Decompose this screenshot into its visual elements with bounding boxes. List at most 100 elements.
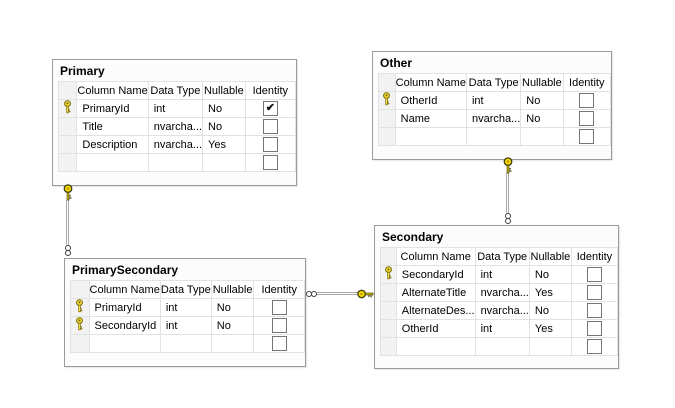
cell-column-name[interactable]: AlternateTitle (395, 283, 476, 302)
cell-data-type[interactable] (159, 334, 212, 353)
cell-data-type[interactable]: int (465, 91, 522, 110)
identity-checkbox[interactable] (271, 318, 287, 333)
identity-checkbox[interactable] (262, 137, 278, 152)
identity-checkbox[interactable] (271, 300, 287, 315)
cell-column-name[interactable] (88, 334, 161, 353)
table-row[interactable]: OtherId int Yes (380, 319, 619, 338)
table-row[interactable] (378, 127, 611, 146)
cell-data-type[interactable]: int (474, 265, 530, 284)
key-end-icon[interactable] (502, 157, 514, 174)
cell-nullable[interactable] (520, 127, 564, 146)
cell-column-name[interactable]: OtherId (395, 319, 476, 338)
identity-checkbox[interactable] (586, 285, 602, 300)
row-selector[interactable] (380, 319, 397, 338)
cell-column-name[interactable]: PrimaryId (88, 298, 161, 317)
many-end-icon[interactable] (65, 245, 71, 256)
cell-nullable[interactable]: No (202, 99, 246, 118)
identity-checkbox[interactable] (262, 155, 278, 170)
identity-checkbox[interactable] (579, 129, 595, 144)
relationship-line[interactable] (506, 173, 509, 213)
cell-nullable[interactable]: No (210, 298, 255, 317)
row-selector[interactable] (380, 265, 397, 284)
table-primarysecondary[interactable]: PrimarySecondary Column Name Data Type N… (64, 258, 306, 367)
cell-column-name[interactable] (76, 153, 149, 172)
cell-column-name[interactable]: PrimaryId (76, 99, 149, 118)
identity-checkbox[interactable] (586, 321, 602, 336)
identity-checkbox[interactable]: ✔ (262, 101, 278, 116)
table-row[interactable] (57, 153, 297, 172)
cell-data-type[interactable]: nvarcha... (147, 117, 204, 136)
identity-checkbox[interactable] (262, 119, 278, 134)
row-selector[interactable] (380, 301, 397, 320)
many-end-icon[interactable] (505, 213, 511, 224)
row-selector[interactable] (70, 316, 90, 335)
cell-nullable[interactable] (528, 337, 572, 356)
row-selector[interactable] (378, 127, 396, 146)
table-row[interactable]: PrimaryId int No ✔ (57, 99, 297, 118)
cell-column-name[interactable]: Title (76, 117, 149, 136)
cell-data-type[interactable] (474, 337, 530, 356)
cell-nullable[interactable]: Yes (528, 283, 572, 302)
row-selector[interactable] (378, 91, 396, 110)
identity-checkbox[interactable] (271, 336, 287, 351)
cell-data-type[interactable]: int (159, 316, 212, 335)
relationship-line[interactable] (66, 200, 69, 245)
row-selector[interactable] (57, 135, 78, 154)
cell-data-type[interactable] (465, 127, 522, 146)
cell-data-type[interactable]: int (147, 99, 204, 118)
table-row[interactable]: Title nvarcha... No (57, 117, 297, 136)
cell-nullable[interactable]: No (528, 265, 572, 284)
table-row[interactable] (70, 334, 305, 353)
many-end-icon[interactable] (306, 291, 317, 297)
cell-nullable[interactable]: Yes (528, 319, 572, 338)
identity-checkbox[interactable] (579, 111, 595, 126)
cell-column-name[interactable] (395, 337, 476, 356)
cell-data-type[interactable]: nvarcha... (147, 135, 204, 154)
cell-nullable[interactable]: No (528, 301, 572, 320)
identity-checkbox[interactable] (586, 303, 602, 318)
row-selector[interactable] (57, 153, 78, 172)
row-selector[interactable] (70, 298, 90, 317)
cell-column-name[interactable]: SecondaryId (88, 316, 161, 335)
cell-data-type[interactable]: int (159, 298, 212, 317)
cell-nullable[interactable]: No (202, 117, 246, 136)
cell-data-type[interactable]: nvarcha... (474, 283, 530, 302)
key-end-icon[interactable] (357, 288, 374, 300)
table-secondary[interactable]: Secondary Column Name Data Type Nullable… (374, 225, 619, 369)
cell-nullable[interactable]: No (520, 109, 564, 128)
cell-data-type[interactable] (147, 153, 204, 172)
row-selector[interactable] (380, 283, 397, 302)
table-row[interactable]: OtherId int No (378, 91, 611, 110)
row-selector[interactable] (57, 99, 78, 118)
cell-data-type[interactable]: nvarcha... (474, 301, 530, 320)
identity-checkbox[interactable] (579, 93, 595, 108)
table-row[interactable]: Name nvarcha... No (378, 109, 611, 128)
cell-data-type[interactable]: nvarcha... (465, 109, 522, 128)
cell-column-name[interactable]: OtherId (394, 91, 467, 110)
table-row[interactable]: SecondaryId int No (70, 316, 305, 335)
table-row[interactable]: PrimaryId int No (70, 298, 305, 317)
key-end-icon[interactable] (62, 184, 74, 201)
identity-checkbox[interactable] (586, 267, 602, 282)
table-other[interactable]: Other Column Name Data Type Nullable Ide… (372, 51, 612, 160)
row-selector[interactable] (380, 337, 397, 356)
table-row[interactable]: AlternateDes... nvarcha... No (380, 301, 619, 320)
table-row[interactable]: SecondaryId int No (380, 265, 619, 284)
cell-nullable[interactable]: No (210, 316, 255, 335)
cell-column-name[interactable]: Name (394, 109, 467, 128)
cell-column-name[interactable] (394, 127, 467, 146)
row-selector[interactable] (70, 334, 90, 353)
row-selector[interactable] (57, 117, 78, 136)
cell-column-name[interactable]: AlternateDes... (395, 301, 476, 320)
cell-data-type[interactable]: int (474, 319, 530, 338)
row-selector[interactable] (378, 109, 396, 128)
cell-column-name[interactable]: SecondaryId (395, 265, 476, 284)
table-primary[interactable]: Primary Column Name Data Type Nullable I… (52, 59, 297, 186)
cell-column-name[interactable]: Description (76, 135, 149, 154)
cell-nullable[interactable]: No (520, 91, 564, 110)
table-row[interactable]: Description nvarcha... Yes (57, 135, 297, 154)
relationship-line[interactable] (317, 292, 358, 295)
table-row[interactable] (380, 337, 619, 356)
table-row[interactable]: AlternateTitle nvarcha... Yes (380, 283, 619, 302)
